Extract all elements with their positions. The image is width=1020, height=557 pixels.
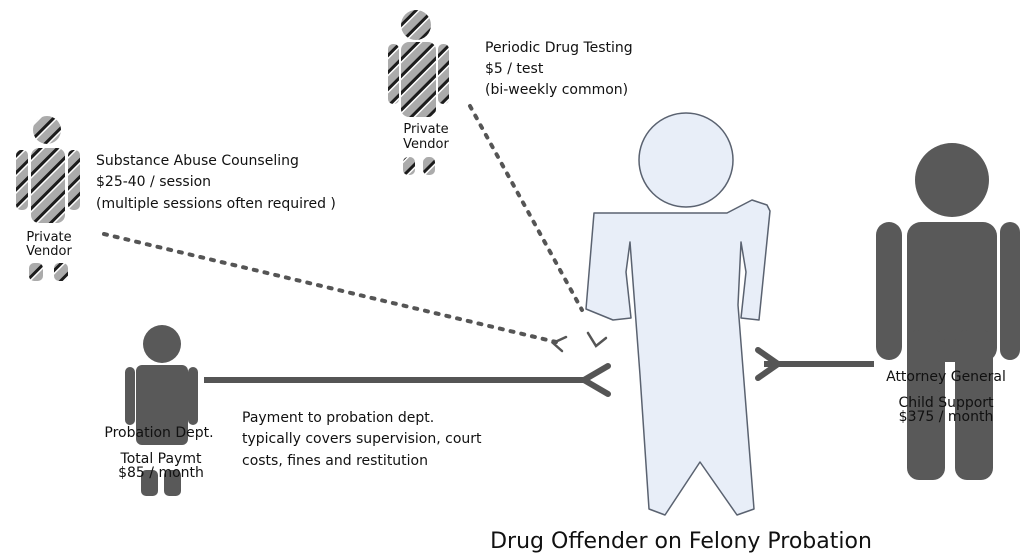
counseling-payment-arrow <box>102 232 568 353</box>
drug-testing-cost: $5 / test <box>485 61 544 77</box>
counseling-service: Substance Abuse Counseling <box>96 153 299 169</box>
probation-dept-label: Probation Dept. <box>104 425 213 441</box>
offender-figure <box>585 112 771 516</box>
vendor-left-figure <box>16 116 80 281</box>
vendor-left-label-1: Private <box>26 230 71 245</box>
child-support-label: Child Support <box>898 395 994 411</box>
vendor-top-label-1: Private <box>403 122 448 137</box>
counseling-note: (multiple sessions often required ) <box>96 196 336 212</box>
probation-dept-figure <box>125 325 198 496</box>
drug-testing-payment-arrow <box>468 104 608 348</box>
vendor-top-label-2: Vendor <box>403 137 449 152</box>
probation-desc-1: Payment to probation dept. <box>242 410 434 426</box>
attorney-general-figure <box>876 143 1020 480</box>
probation-amount: $85 / month <box>118 465 204 481</box>
probation-desc-2: typically covers supervision, court <box>242 431 482 447</box>
child-support-amount: $375 / month <box>899 409 994 425</box>
attorney-payment-arrow <box>755 347 874 381</box>
vendor-top-figure <box>388 10 449 175</box>
counseling-cost: $25-40 / session <box>96 174 211 190</box>
probation-payment-arrow <box>204 363 611 397</box>
attorney-general-label: Attorney General <box>886 369 1006 385</box>
probation-desc-3: costs, fines and restitution <box>242 453 428 469</box>
probation-total-label: Total Paymt <box>120 451 202 467</box>
diagram-title: Drug Offender on Felony Probation <box>490 529 872 554</box>
drug-testing-service: Periodic Drug Testing <box>485 40 633 56</box>
vendor-left-label-2: Vendor <box>26 244 72 259</box>
drug-testing-note: (bi-weekly common) <box>485 82 628 98</box>
